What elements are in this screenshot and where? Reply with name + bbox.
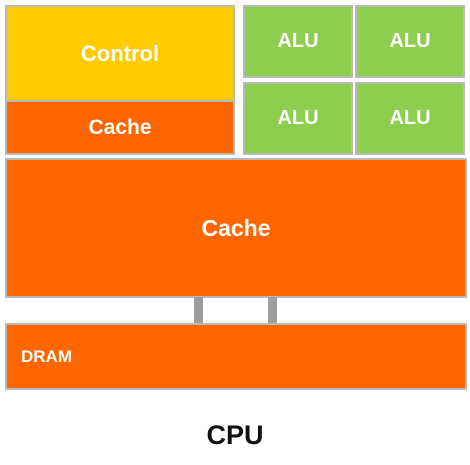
memory-bus-connector bbox=[194, 297, 203, 325]
diagram-caption: CPU bbox=[206, 420, 264, 450]
control-unit-block: Control bbox=[5, 5, 235, 102]
control-unit-label: Control bbox=[80, 40, 160, 66]
alu-label: ALU bbox=[389, 107, 431, 129]
memory-bus-connector bbox=[268, 297, 277, 325]
large-cache-block: Cache bbox=[5, 158, 467, 298]
alu-label: ALU bbox=[277, 30, 319, 52]
alu-block: ALU bbox=[355, 5, 465, 78]
small-cache-block: Cache bbox=[5, 100, 235, 155]
alu-block: ALU bbox=[355, 82, 465, 155]
alu-label: ALU bbox=[389, 30, 431, 52]
alu-block: ALU bbox=[243, 82, 353, 155]
dram-block: DRAM bbox=[5, 323, 467, 390]
small-cache-label: Cache bbox=[88, 115, 152, 139]
alu-label: ALU bbox=[277, 107, 319, 129]
large-cache-label: Cache bbox=[201, 214, 271, 241]
dram-label: DRAM bbox=[21, 346, 72, 366]
alu-block: ALU bbox=[243, 5, 353, 78]
